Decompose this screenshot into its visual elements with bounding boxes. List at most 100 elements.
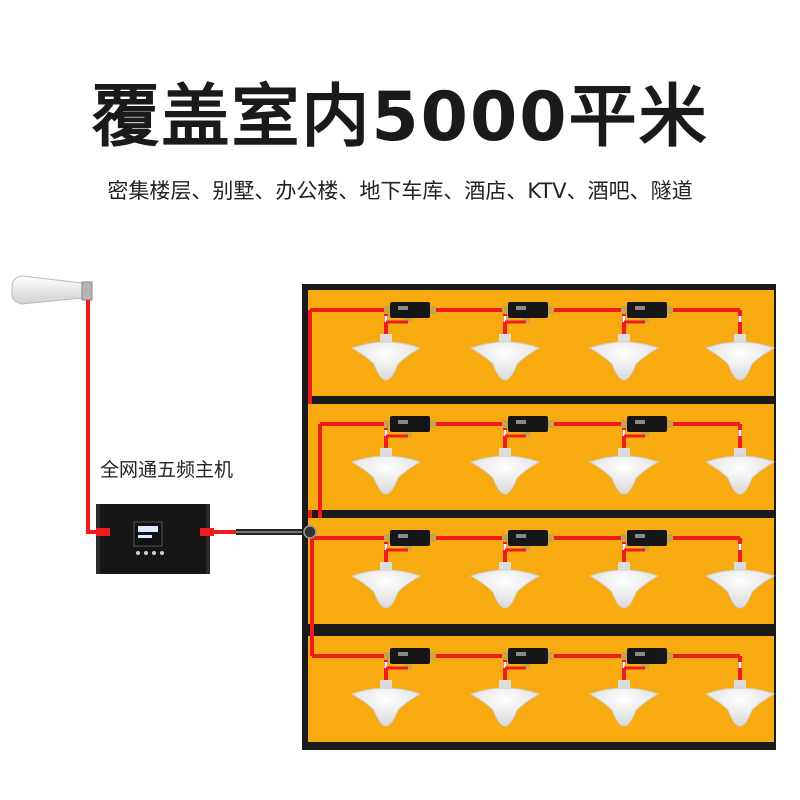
ceiling-antenna-icon [588,680,660,727]
splitter-port [502,306,508,314]
antenna-mount [380,448,392,456]
page-subtitle: 密集楼层、别墅、办公楼、地下车库、酒店、KTV、酒吧、隧道 [107,179,693,203]
splitter-port [621,652,627,660]
antenna-dome [469,455,541,495]
page-title: 覆盖室内5000平米 [91,78,709,157]
splitter-body [390,302,430,318]
ceiling-antenna-icon [350,334,422,381]
floor-2 [308,404,776,532]
antenna-mount [380,562,392,570]
antenna-mount [618,680,630,688]
antenna-dome [350,455,422,495]
antenna-dome [704,455,776,495]
splitter-port [548,652,554,660]
ceiling-antenna-icon [350,562,422,609]
antenna-dome [469,341,541,381]
antenna-mount [380,334,392,342]
splitter-label [398,652,408,656]
floor-1 [308,290,776,532]
splitter-label [398,306,408,310]
splitter-label [635,652,645,656]
antenna-mount [499,562,511,570]
splitter-port [430,652,436,660]
antenna-dome [469,569,541,609]
antenna-dome [704,341,776,381]
antenna-mount [618,448,630,456]
splitter-port [621,420,627,428]
splitter-port [502,652,508,660]
ceiling-antenna-icon [469,334,541,381]
splitter-port [548,534,554,542]
antenna-dome [350,569,422,609]
antenna-dome [469,687,541,727]
splitter-port [430,534,436,542]
ceiling-antenna-icon [704,562,776,609]
floor-3 [308,518,776,624]
ceiling-antenna-icon [588,448,660,495]
antenna-dome [588,569,660,609]
antenna-dome [350,687,422,727]
floors-group [308,290,776,742]
ceiling-antenna-icon [588,334,660,381]
ceiling-antenna-icon [469,680,541,727]
trunk-splitter [303,525,317,539]
splitter-port [667,534,673,542]
splitter-label [516,534,526,538]
splitter-port [430,306,436,314]
splitter-port [384,652,390,660]
splitter-body [390,416,430,432]
ceiling-antenna-icon [704,334,776,381]
splitter-label [635,420,645,424]
splitter-label [516,306,526,310]
antenna-dome [704,569,776,609]
antenna-mount [499,334,511,342]
splitter-port [502,534,508,542]
ceiling-antenna-icon [350,448,422,495]
antenna-mount [499,448,511,456]
splitter-port [667,652,673,660]
antenna-mount [734,448,746,456]
splitter-body [627,648,667,664]
antenna-mount [380,680,392,688]
splitter-port [430,420,436,428]
antenna-mount [734,562,746,570]
antenna-mount [618,562,630,570]
splitter-label [398,534,408,538]
ceiling-antenna-icon [704,448,776,495]
host-unit-label: 全网通五频主机 [100,459,234,481]
splitter-label [398,420,408,424]
splitter-body [627,302,667,318]
splitter-body [508,530,548,546]
floor-4 [308,532,776,742]
splitter-body [508,302,548,318]
antenna-dome [350,341,422,381]
donor-cable [86,300,112,534]
outdoor-antenna [11,275,93,305]
ceiling-antenna-icon [469,562,541,609]
splitter-port [548,306,554,314]
antenna-mount [618,334,630,342]
splitter-body [390,530,430,546]
antenna-mount [734,680,746,688]
ceiling-antenna-icon [704,680,776,727]
ceiling-antenna-icon [588,562,660,609]
antenna-mount [499,680,511,688]
splitter-label [635,534,645,538]
splitter-body [627,416,667,432]
antenna-dome [588,687,660,727]
splitter-label [635,306,645,310]
ceiling-antenna-icon [469,448,541,495]
splitter-body [508,416,548,432]
ceiling-antenna-icon [350,680,422,727]
splitter-port [548,420,554,428]
splitter-port [502,420,508,428]
antenna-dome [704,687,776,727]
splitter-label [516,420,526,424]
splitter-port [667,306,673,314]
splitter-body [627,530,667,546]
splitter-body [390,648,430,664]
splitter-port [384,306,390,314]
antenna-mount [734,334,746,342]
antenna-dome [588,341,660,381]
